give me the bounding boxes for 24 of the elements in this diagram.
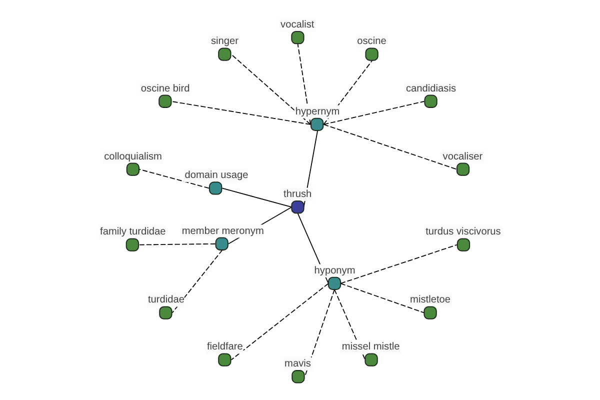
connector bbox=[322, 100, 424, 125]
node-label: turdus viscivorus bbox=[425, 226, 500, 238]
connector bbox=[138, 243, 216, 246]
node-label: candidiasis bbox=[406, 83, 456, 94]
connector bbox=[296, 43, 310, 125]
connector bbox=[171, 249, 222, 314]
node-label: oscine bird bbox=[140, 83, 190, 94]
node-label: mistletoe bbox=[410, 294, 450, 306]
node-label: family turdidae bbox=[100, 226, 166, 238]
connector bbox=[322, 124, 457, 170]
node-label: vocaliser bbox=[442, 151, 482, 162]
connector bbox=[322, 60, 372, 125]
node-label: colloquialism bbox=[104, 151, 162, 162]
node-label: vocalist bbox=[280, 19, 314, 30]
connector bbox=[230, 283, 328, 360]
connector bbox=[221, 188, 292, 208]
connector bbox=[230, 54, 310, 125]
connector bbox=[340, 244, 457, 284]
node-label: oscine bbox=[356, 36, 386, 48]
connector bbox=[304, 289, 334, 378]
connector bbox=[340, 283, 424, 314]
connector bbox=[138, 168, 209, 189]
connector bbox=[170, 100, 310, 125]
node-label: singer bbox=[210, 36, 238, 48]
